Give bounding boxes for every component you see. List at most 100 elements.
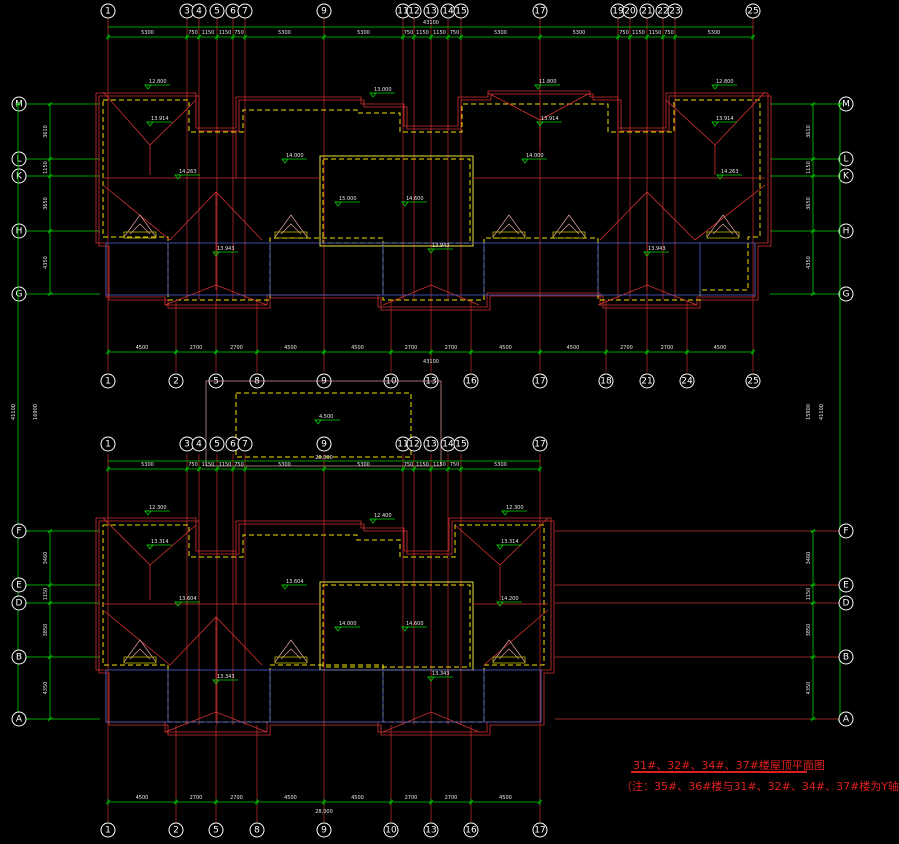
- axis-bubble-25: 25: [745, 3, 761, 19]
- axis-bubble-16: 16: [463, 822, 479, 838]
- svg-text:22: 22: [657, 7, 668, 17]
- svg-text:7: 7: [242, 440, 248, 450]
- svg-text:12.800: 12.800: [716, 79, 734, 85]
- dim-label: 1150: [202, 462, 215, 468]
- elevation-mark: 14.263: [716, 169, 742, 180]
- axis-bubble-H: H: [838, 223, 854, 239]
- dim-label: 4500: [351, 795, 364, 801]
- svg-text:5: 5: [213, 826, 219, 836]
- svg-text:14.600: 14.600: [406, 621, 424, 627]
- svg-text:8: 8: [254, 826, 260, 836]
- roof-ridge: [102, 609, 171, 666]
- axis-bubble-15: 15: [453, 3, 469, 19]
- svg-text:F: F: [16, 527, 21, 537]
- dormer: [706, 214, 740, 238]
- dim-total-top: 43100: [423, 20, 439, 26]
- dim-label: 750: [188, 30, 198, 36]
- axis-bubble-17: 17: [532, 3, 548, 19]
- dim-label: 1150: [43, 588, 49, 601]
- roof-ridge: [102, 517, 197, 566]
- drawing-note: （注：35#、36#楼与31#、32#、34#、37#楼为Y轴: [621, 780, 899, 793]
- elevation-mark: 13.943: [427, 243, 453, 254]
- elevation-mark: 13.000: [369, 87, 395, 98]
- dormer: [123, 639, 157, 663]
- dim-label: 1150: [43, 161, 49, 174]
- svg-text:13.943: 13.943: [432, 243, 450, 249]
- dim-label: 5300: [494, 462, 507, 468]
- svg-text:4: 4: [196, 440, 202, 450]
- svg-text:13.314: 13.314: [151, 539, 169, 545]
- svg-text:H: H: [843, 227, 850, 237]
- central-roof-block: [319, 155, 474, 247]
- svg-text:8: 8: [254, 377, 260, 387]
- dim-label: 4500: [499, 345, 512, 351]
- svg-text:6: 6: [230, 440, 236, 450]
- axis-bubble-D: D: [11, 595, 27, 611]
- dim-label: 4350: [43, 256, 49, 269]
- axis-bubble-9: 9: [316, 822, 332, 838]
- dim-label: 750: [450, 30, 460, 36]
- elevation-mark: 12.400: [369, 513, 395, 524]
- svg-text:13: 13: [425, 377, 436, 387]
- dim-label: 5300: [278, 462, 291, 468]
- axis-bubble-5: 5: [209, 436, 225, 452]
- svg-text:9: 9: [321, 377, 327, 387]
- axis-bubble-17: 17: [532, 822, 548, 838]
- dim-label: 3610: [43, 125, 49, 138]
- dim-label: 5300: [141, 462, 154, 468]
- svg-text:11: 11: [397, 7, 408, 17]
- elevation-mark: 13.343: [427, 671, 453, 682]
- axis-bubble-21: 21: [639, 3, 655, 19]
- dormer-inner: [129, 223, 151, 235]
- axis-bubble-15: 15: [453, 436, 469, 452]
- axis-bubble-14: 14: [440, 436, 456, 452]
- dormer: [492, 214, 526, 238]
- dim-label: 750: [188, 462, 198, 468]
- svg-text:6: 6: [230, 7, 236, 17]
- dim-label: 5300: [708, 30, 721, 36]
- roof-ridge: [382, 284, 480, 306]
- svg-text:G: G: [843, 290, 850, 300]
- dim-label: 2700: [445, 795, 458, 801]
- elevation-mark: 14.600: [401, 621, 427, 632]
- eave-line: [102, 99, 761, 301]
- svg-text:16: 16: [465, 826, 477, 836]
- svg-text:F: F: [843, 527, 848, 537]
- elevation-mark: 12.800: [144, 79, 170, 90]
- drawing-title: 31#、32#、34#、37#楼屋顶平面图: [633, 759, 825, 772]
- svg-text:M: M: [842, 100, 850, 110]
- elevation-mark: 14.000: [521, 153, 547, 164]
- axis-bubble-13: 13: [423, 436, 439, 452]
- svg-text:14.000: 14.000: [286, 153, 304, 159]
- dim-label: 2700: [661, 345, 674, 351]
- dormer-base: [706, 231, 740, 239]
- dim-label: 4500: [567, 345, 580, 351]
- svg-text:4.500: 4.500: [319, 414, 333, 420]
- axis-bubble-G: G: [11, 286, 27, 302]
- svg-text:G: G: [16, 290, 23, 300]
- svg-text:18: 18: [600, 377, 612, 387]
- svg-text:25: 25: [747, 377, 758, 387]
- svg-text:14.600: 14.600: [406, 196, 424, 202]
- axis-bubble-3: 3: [179, 3, 195, 19]
- axis-bubble-21: 21: [639, 373, 655, 389]
- building-outline-inner: [98, 93, 772, 311]
- dim-label: 750: [450, 462, 460, 468]
- roof-ridge: [487, 92, 591, 121]
- elevation-mark: 14.263: [174, 169, 200, 180]
- svg-text:E: E: [16, 581, 22, 591]
- dim-label: 750: [664, 30, 674, 36]
- axis-bubble-16: 16: [463, 373, 479, 389]
- axis-bubble-K: K: [838, 168, 854, 184]
- elevation-mark: 13.943: [643, 246, 669, 257]
- svg-text:3: 3: [184, 440, 190, 450]
- svg-text:2: 2: [173, 377, 179, 387]
- svg-text:13.943: 13.943: [648, 246, 666, 252]
- dim-label: 1150: [433, 462, 446, 468]
- svg-text:13.943: 13.943: [217, 246, 235, 252]
- axis-bubble-17: 17: [532, 373, 548, 389]
- axis-bubble-E: E: [11, 577, 27, 593]
- dim-label: 3650: [806, 197, 812, 210]
